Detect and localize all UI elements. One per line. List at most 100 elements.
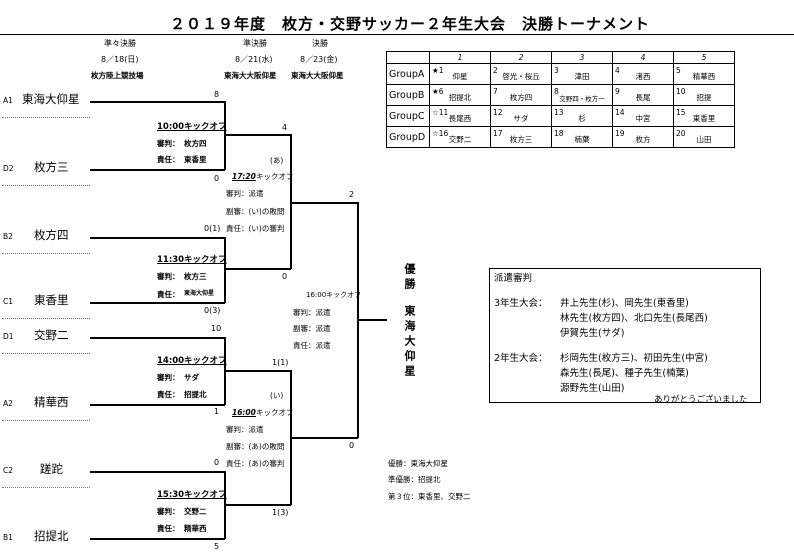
team-name: 東海大仰星 [22, 92, 80, 106]
cell-number: 5 [676, 66, 681, 75]
team-name: 東香里 [34, 293, 69, 307]
separator [2, 117, 90, 118]
referee-team: サダ [184, 373, 199, 382]
score: 0(3) [204, 306, 221, 315]
referee-label: 審判： [157, 272, 180, 281]
bracket-line [224, 370, 291, 372]
separator [2, 253, 90, 254]
cell-number: 15 [676, 108, 686, 117]
cell-team: サダ [513, 114, 529, 123]
referee-box-title: 派遣審判 [494, 273, 533, 284]
referee: 審判：派遣 [226, 189, 264, 198]
cell-number: ☆11 [432, 108, 449, 117]
column-header: 5 [673, 51, 735, 64]
g3-line: 井上先生(杉)、岡先生(東香里) [560, 298, 689, 309]
score: 1 [214, 407, 220, 416]
team-name: 枚方三 [34, 160, 69, 174]
runner-up-result: 準優勝：招提北 [388, 475, 441, 484]
table-cell: 15 東香里 [673, 105, 735, 127]
kickoff-time: 16:00 [232, 408, 256, 417]
cell-number: 20 [676, 129, 686, 138]
column-header: 3 [551, 51, 613, 64]
score: 8 [214, 90, 220, 99]
header-blank [386, 51, 430, 64]
cell-number: 2 [493, 66, 498, 75]
column-header: 1 [429, 51, 491, 64]
team-name: 交野二 [34, 328, 69, 342]
final-label: 決勝 [312, 39, 328, 48]
responsible-label: 責任： [157, 155, 180, 164]
team-code: B1 [3, 533, 13, 542]
separator [2, 185, 90, 186]
group-name: GroupC [386, 105, 430, 127]
kickoff-time: 14:00キックオフ [157, 356, 227, 366]
kickoff-time: 15:30キックオフ [157, 490, 227, 500]
cell-number: 17 [493, 129, 503, 138]
cell-number: 4 [615, 66, 620, 75]
kickoff-suffix: キックオフ [256, 408, 294, 417]
bracket-line [224, 504, 291, 506]
match-mark: (あ) [270, 156, 284, 165]
group-name: GroupA [386, 63, 430, 85]
score: 0 [349, 441, 355, 450]
separator [2, 318, 90, 319]
cell-team: 交野四・枚方一 [559, 95, 605, 103]
referee-box: 派遣審判 3年生大会： 井上先生(杉)、岡先生(東香里) 林先生(枚方四)、北口… [489, 268, 761, 405]
responsible: 責任：派遣 [293, 341, 331, 350]
column-header: 2 [490, 51, 552, 64]
g2-label: 2年生大会： [494, 353, 548, 364]
bracket-line [224, 134, 291, 136]
team-name: 蹉跎 [40, 462, 63, 476]
g2-line: 杉岡先生(枚方三)、初田先生(中宮) [560, 353, 708, 364]
team-code: C2 [3, 466, 14, 475]
cell-number: 8 [554, 87, 559, 96]
separator [2, 420, 90, 421]
score: 5 [214, 542, 220, 551]
cell-team: 長尾 [635, 93, 651, 102]
cell-number: 13 [554, 108, 564, 117]
responsible-team: 東海大仰星 [184, 290, 215, 297]
qf-venue: 枚方陸上競技場 [91, 71, 144, 80]
thanks-text: ありがとうございました [654, 395, 748, 405]
final-venue: 東海大大阪仰星 [291, 71, 344, 80]
bracket-line [90, 302, 225, 304]
cell-number: 9 [615, 87, 620, 96]
score: 10 [211, 324, 222, 333]
score: 1(1) [272, 358, 289, 367]
cell-team: 中宮 [635, 114, 651, 123]
cell-number: 18 [554, 129, 564, 138]
cell-number: ★6 [432, 87, 444, 96]
referee-team: 枚方三 [184, 272, 207, 281]
responsible-label: 責任： [157, 390, 180, 399]
bracket-line [90, 471, 225, 473]
g3-line: 林先生(枚方四)、北口先生(長尾西) [560, 313, 708, 324]
final-date: 8／23(金) [300, 55, 338, 64]
cell-number: 3 [554, 66, 559, 75]
cell-team: 東香里 [692, 114, 716, 123]
title-underline [0, 34, 794, 35]
sf-date: 8／21(水) [235, 55, 273, 64]
bracket-line [90, 538, 225, 540]
cell-team: 精華西 [692, 72, 716, 81]
bracket-line [90, 404, 225, 406]
match-mark: (い) [270, 391, 284, 400]
kickoff-time: 11:30キックオフ [157, 255, 227, 265]
bracket-line [290, 202, 358, 204]
cell-team: 山田 [696, 135, 712, 144]
referee-label: 審判： [157, 507, 180, 516]
kickoff-suffix: キックオフ [256, 172, 294, 181]
g2-line: 森先生(長尾)、種子先生(楠葉) [560, 368, 689, 379]
responsible-label: 責任： [157, 290, 180, 299]
team-code: B2 [3, 232, 13, 241]
assistant-referee: 副審：(い)の敗問 [226, 207, 285, 216]
responsible-team: 招提北 [184, 390, 207, 399]
score: 1(3) [272, 508, 289, 517]
